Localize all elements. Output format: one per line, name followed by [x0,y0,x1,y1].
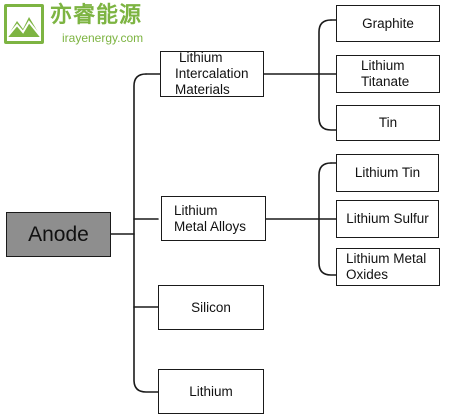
branch-node-label-line: Metal Alloys [174,218,247,234]
branch-node-label-line: Silicon [191,299,231,315]
leaf-node-tin: Tin [336,105,440,141]
leaf-node-label-line: Tin [378,115,398,130]
branch-node-silicon: Silicon [158,285,264,330]
leaf-node-label-line: Oxides [346,267,389,282]
brand-watermark: 亦睿能源 irayenergy.com [4,3,154,48]
branch-node-intercalation: Lithium Intercalation Materials [160,50,264,97]
leaf-node-lithium-sulfur: Lithium Sulfur [336,200,439,238]
branch-node-metal-alloys: Lithium Metal Alloys [161,196,266,241]
root-node-anode: Anode [6,212,111,257]
leaf-node-lithium-titanate: Lithium Titanate [336,55,440,93]
leaf-node-label-line: Titanate [361,74,410,89]
branch-node-label-line: Lithium [189,383,233,399]
branch-node-label-line: Intercalation [175,66,249,81]
leaf-node-label-line: Lithium Metal [346,251,427,266]
mountain-logo-icon [4,4,44,44]
leaf-node-label-line: Lithium Sulfur [346,211,429,226]
branch-node-label-line: Lithium [174,202,218,218]
leaf-node-lithium-metal-oxides: Lithium Metal Oxides [336,248,440,286]
root-node-label: Anode [28,222,89,246]
branch-node-lithium: Lithium [158,369,264,414]
leaf-node-graphite: Graphite [336,5,440,42]
brand-name-cn: 亦睿能源 [50,3,143,28]
brand-url: irayenergy.com [62,31,144,45]
leaf-node-label-line: Lithium Tin [354,165,421,180]
branch-node-label-line: Materials [175,82,230,97]
branch-node-label-line: Lithium [179,50,223,65]
leaf-node-label-line: Graphite [362,15,414,31]
leaf-node-label-line: Lithium [361,58,405,73]
leaf-node-lithium-tin: Lithium Tin [336,154,439,192]
